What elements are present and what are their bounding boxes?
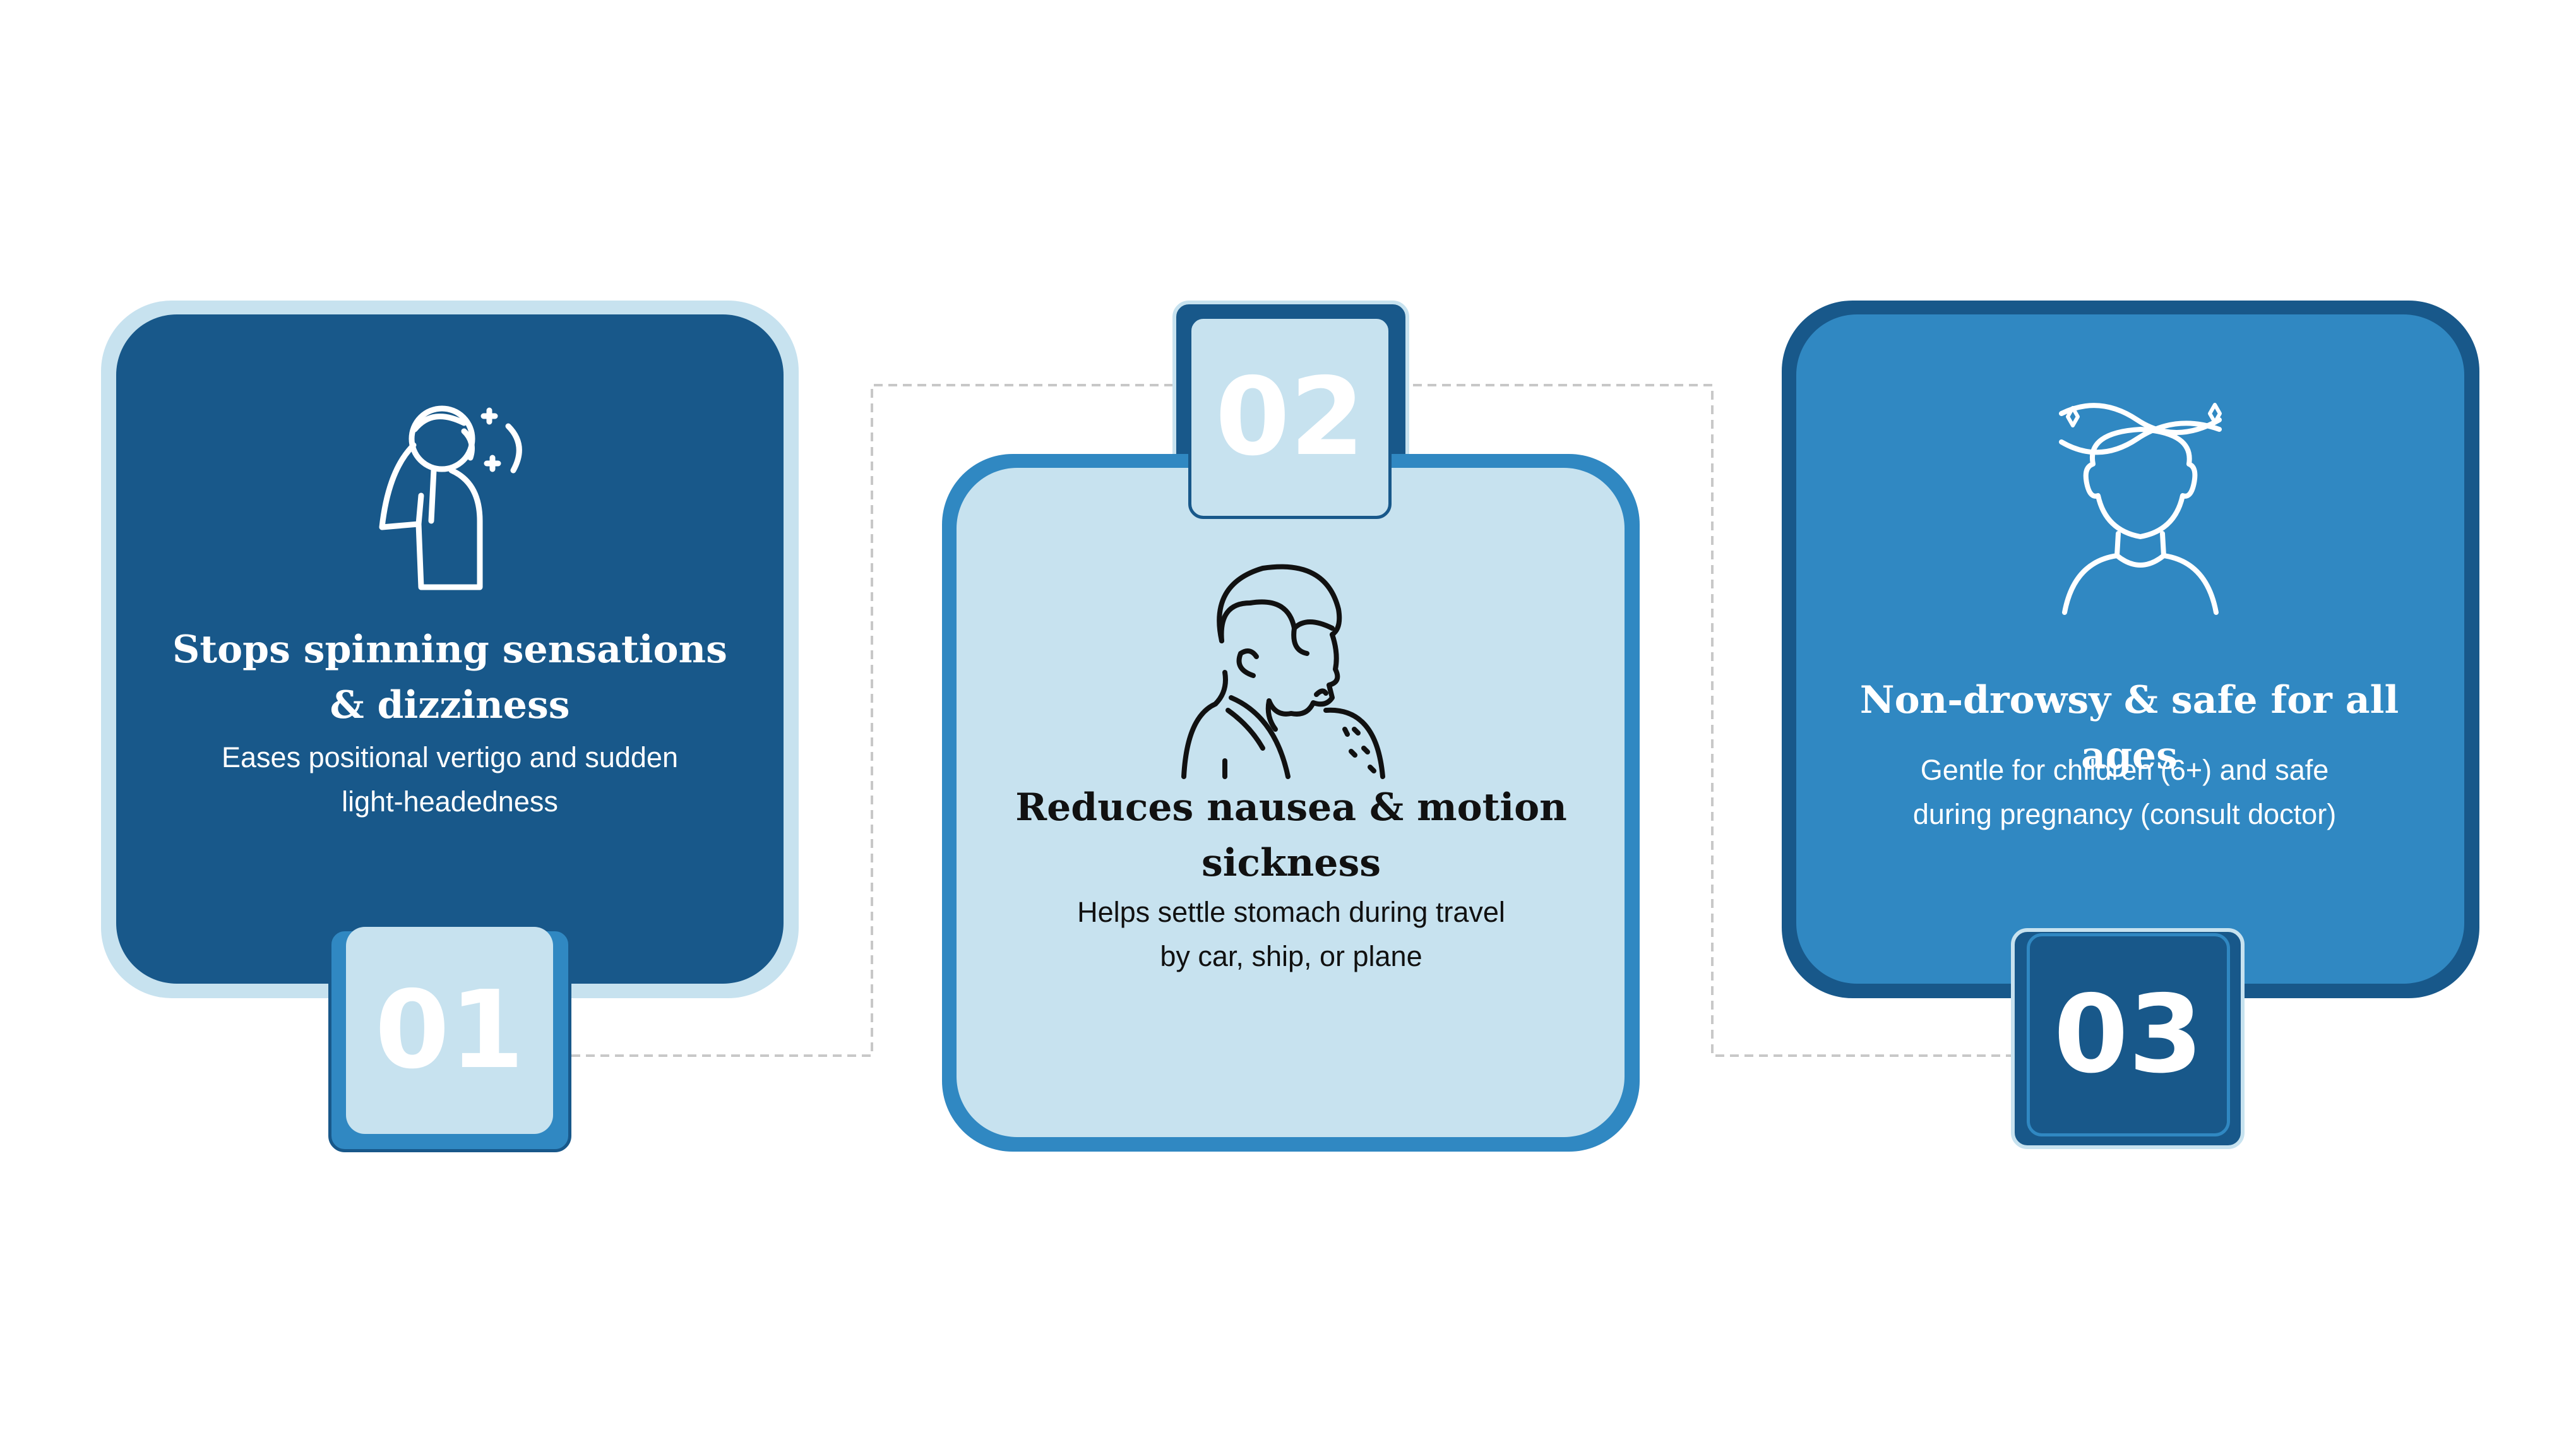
card-2-inner (957, 468, 1625, 1137)
card-1-inner (116, 314, 784, 984)
person-nauseous-icon (1181, 559, 1395, 780)
badge-3-number: 03 (2027, 933, 2230, 1136)
feature-1-title: Stops spinning sensations & dizziness (152, 622, 748, 733)
feature-3-description: Gentle for children (6+) and safe during… (1818, 748, 2431, 837)
feature-2-title-line2: sickness (1201, 841, 1381, 885)
feature-1-title-line2: & dizziness (330, 683, 570, 727)
feature-3-desc-line1: Gentle for children (6+) and safe (1920, 754, 2329, 786)
feature-2-description: Helps settle stomach during travel by ca… (985, 890, 1597, 979)
badge-2-number: 02 (1188, 316, 1392, 519)
person-holding-head-dizzy-icon (363, 395, 527, 590)
feature-3-title: Non-drowsy & safe for all ages (1818, 672, 2440, 784)
feature-2-desc-line2: by car, ship, or plane (1160, 940, 1422, 972)
feature-1-desc-line2: light-headedness (342, 785, 558, 818)
feature-1-description: Eases positional vertigo and sudden ligh… (152, 736, 748, 824)
feature-3-desc-line2: during pregnancy (consult doctor) (1912, 798, 2337, 830)
feature-2-title: Reduces nausea & motion sickness (985, 780, 1597, 891)
feature-3-title-line1: Non-drowsy & safe for all ages (1859, 678, 2399, 778)
head-with-spinning-stars-icon (2049, 395, 2232, 616)
feature-1-title-line1: Stops spinning sensations (172, 628, 727, 672)
feature-2-title-line1: Reduces nausea & motion (1015, 785, 1567, 830)
badge-1-number: 01 (346, 927, 553, 1134)
card-3-inner (1796, 314, 2464, 984)
feature-1-desc-line1: Eases positional vertigo and sudden (222, 741, 678, 773)
feature-2-desc-line1: Helps settle stomach during travel (1077, 896, 1505, 928)
